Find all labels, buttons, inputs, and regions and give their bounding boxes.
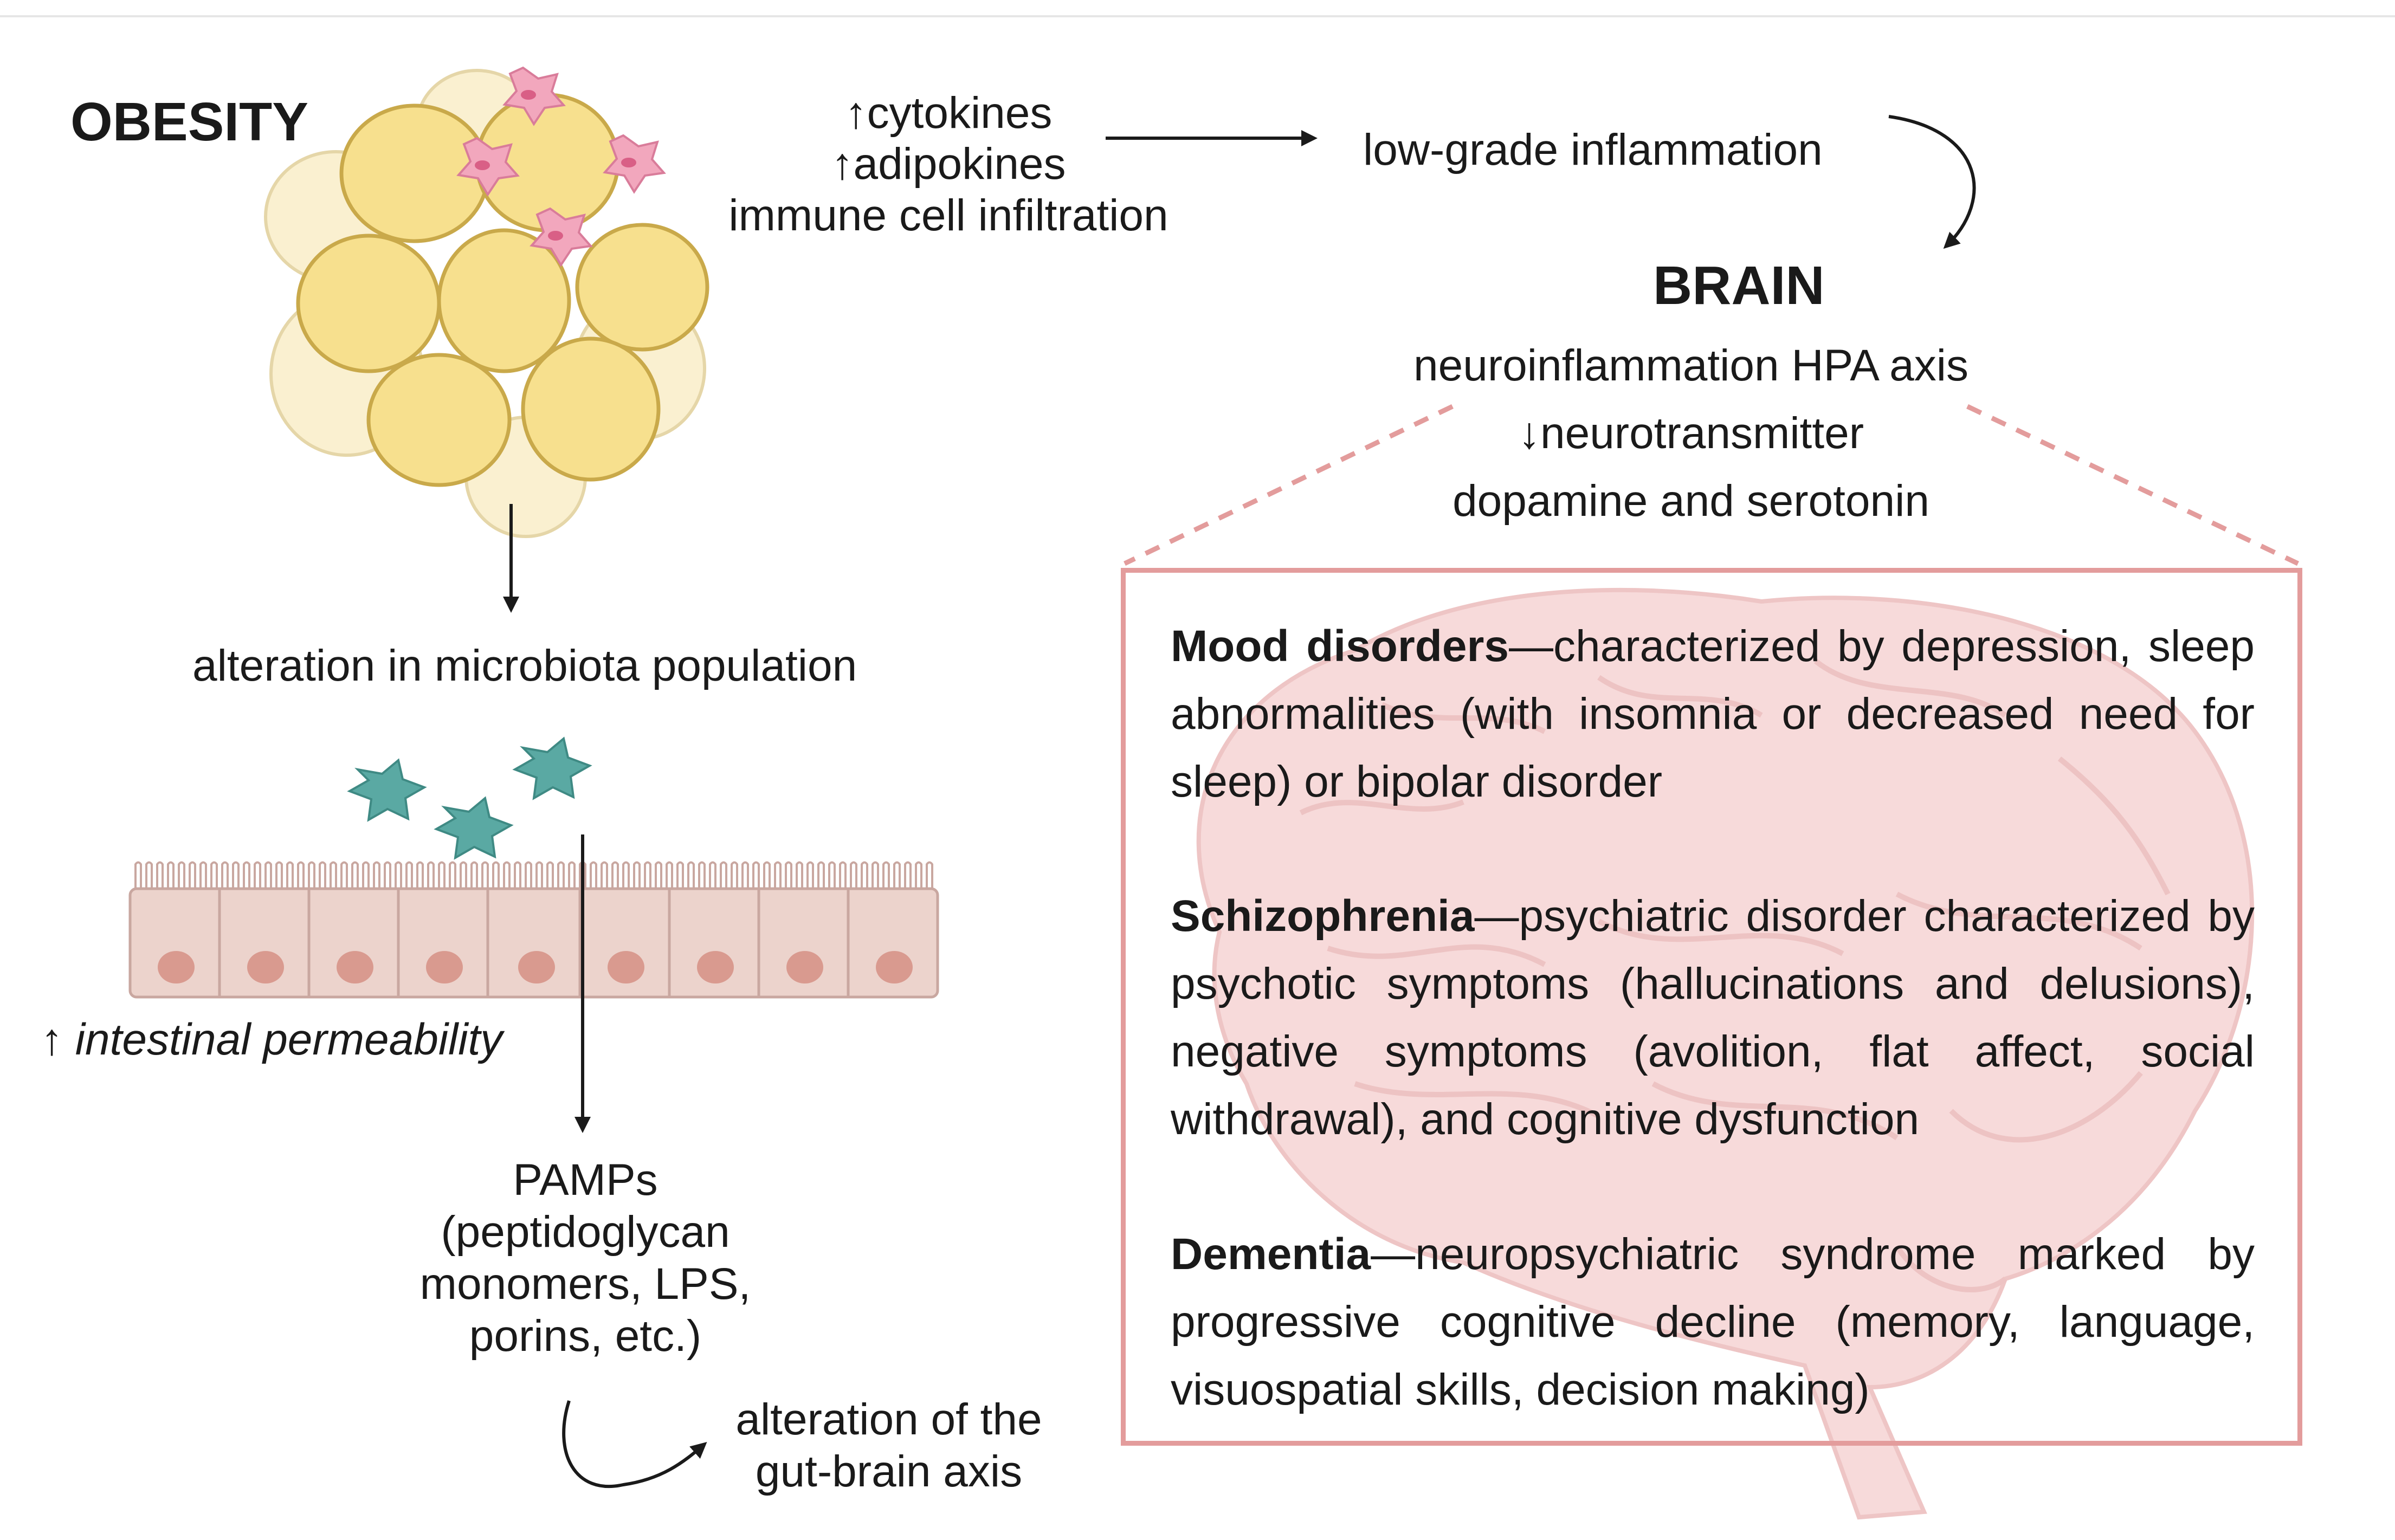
low-grade-inflammation-text: low-grade inflammation <box>1363 125 1823 174</box>
gut-brain-block: alteration of the gut-brain axis <box>710 1394 1068 1498</box>
gut-brain-line-1: alteration of the <box>735 1395 1042 1444</box>
pamps-line-4: porins, etc.) <box>469 1311 702 1361</box>
arrow-to-brain <box>1888 115 1976 249</box>
zoom-connector-right <box>1966 404 2299 566</box>
cytokines-text: ↑cytokines <box>844 88 1053 138</box>
mood-disorders-term: Mood disorders <box>1171 622 1509 671</box>
disorders-box <box>1121 568 2302 1446</box>
gut-brain-line-2: gut-brain axis <box>755 1447 1023 1496</box>
intestinal-permeability-text: ↑ intestinal permeability <box>41 1015 503 1064</box>
pamps-line-3: monomers, LPS, <box>419 1259 751 1309</box>
pamps-line-2: (peptidoglycan <box>441 1207 730 1257</box>
intestinal-epithelium-illustration <box>128 861 939 999</box>
dementia-description: —neuropsychiatric syndrome marked by pro… <box>1171 1230 2255 1414</box>
arrow-to-gut-brain <box>562 1400 707 1489</box>
dementia-paragraph: Dementia—neuropsychiatric syndrome marke… <box>1171 1220 2255 1423</box>
dementia-term: Dementia <box>1171 1230 1371 1279</box>
obesity-label: OBESITY <box>70 92 308 152</box>
adipokines-text: ↑adipokines <box>831 139 1066 189</box>
mood-disorders-paragraph: Mood disorders—characterized by depressi… <box>1171 612 2255 816</box>
mood-disorders-description: —characterized by depression, sleep abno… <box>1171 622 2255 806</box>
zoom-connector-left <box>1124 404 1454 566</box>
bacteria-illustration <box>347 736 592 860</box>
neuroinflammation-text: neuroinflammation HPA axis <box>1413 341 1968 390</box>
adipose-tissue-illustration <box>264 66 709 538</box>
inflammation-factors: ↑cytokines ↑adipokines immune cell infil… <box>705 88 1192 241</box>
brain-label: BRAIN <box>1653 255 1825 316</box>
immune-infiltration-text: immune cell infiltration <box>728 190 1169 240</box>
brain-illustration <box>1196 587 2255 1520</box>
pamps-line-1: PAMPs <box>513 1155 658 1205</box>
pamps-block: PAMPs (peptidoglycan monomers, LPS, pori… <box>379 1154 791 1362</box>
neurotransmitter-text: ↓neurotransmitter <box>1518 409 1864 458</box>
schizophrenia-description: —psychiatric disorder characterized by p… <box>1171 891 2255 1144</box>
dopamine-serotonin-text: dopamine and serotonin <box>1453 476 1929 526</box>
schizophrenia-paragraph: Schizophrenia—psychiatric disorder chara… <box>1171 882 2255 1153</box>
schizophrenia-term: Schizophrenia <box>1171 891 1475 941</box>
microbiota-alteration-text: alteration in microbiota population <box>192 641 857 690</box>
brain-effects: neuroinflammation HPA axis ↓neurotransmi… <box>1393 332 1989 535</box>
